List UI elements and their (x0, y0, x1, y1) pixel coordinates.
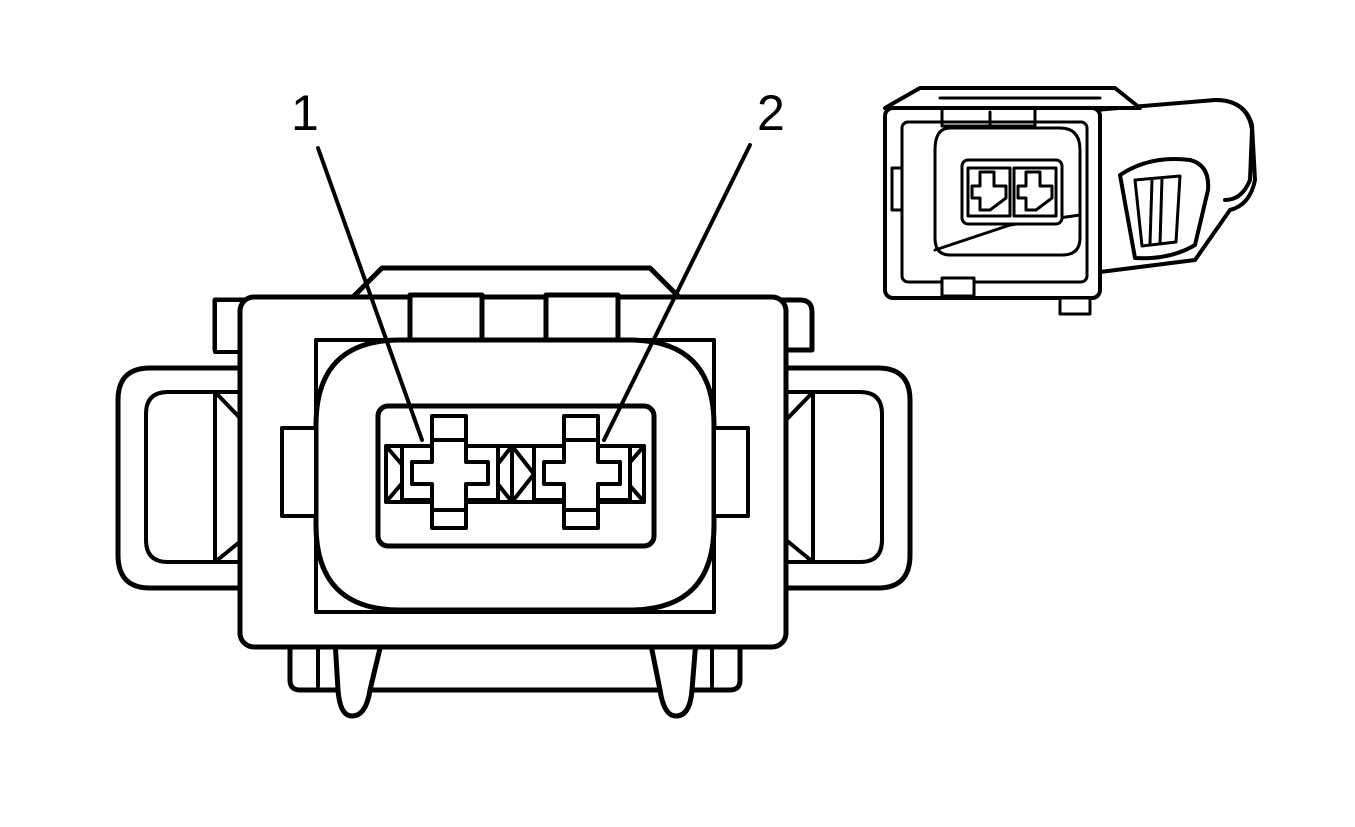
bottom-latch-left (332, 637, 385, 719)
callout-1-label: 1 (291, 85, 319, 141)
top-key-left (407, 292, 485, 346)
callout-2-label: 2 (757, 85, 785, 141)
top-key-right (543, 292, 621, 346)
terminal-2 (510, 414, 646, 530)
callout-2-leader (602, 143, 752, 442)
connector-front-view: 1 2 (115, 85, 913, 719)
top-ridge (349, 265, 683, 301)
connector-isometric-view (883, 86, 1257, 316)
bottom-rail (287, 637, 743, 693)
isometric-terminals (966, 166, 1058, 218)
bottom-latch-right (647, 637, 699, 719)
callout-1-leader (316, 146, 424, 442)
